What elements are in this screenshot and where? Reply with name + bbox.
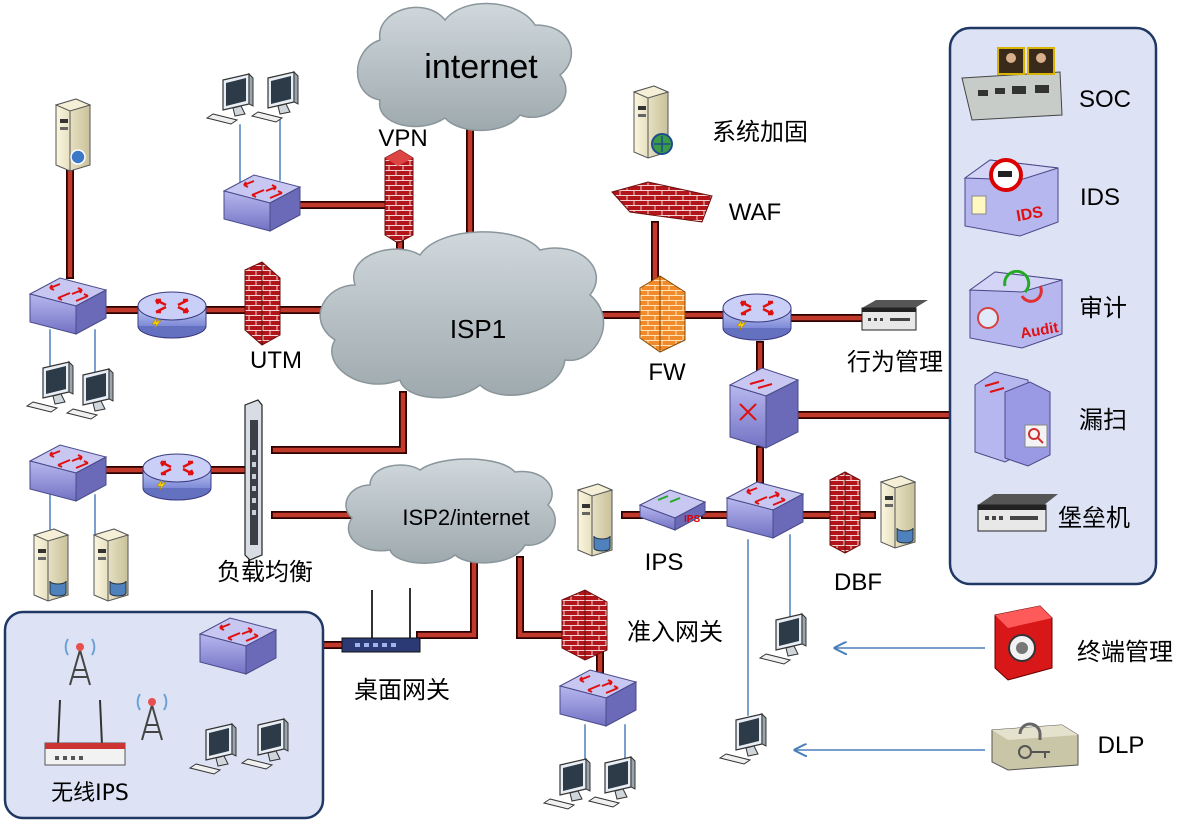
ips-label: IPS <box>645 549 684 576</box>
wireless-ips-label: 无线IPS <box>51 781 129 806</box>
desktop-gateway-label: 桌面网关 <box>354 676 450 704</box>
access-gateway-label: 准入网关 <box>627 618 723 646</box>
router-right <box>721 292 793 342</box>
utm-label: UTM <box>250 347 302 374</box>
panel-ids-label: IDS <box>1080 184 1120 211</box>
behavior-mgmt-device: 行为管理 <box>847 300 943 376</box>
cloud-internet: internet <box>356 2 573 132</box>
behavior-mgmt-label: 行为管理 <box>847 348 943 376</box>
switch-left-lower <box>29 444 107 502</box>
svg-text:IDS: IDS <box>1015 204 1045 225</box>
cloud-isp1: ISP1 <box>319 231 605 399</box>
router-left-upper <box>136 290 208 340</box>
pc-access-1 <box>543 758 591 810</box>
server-left-lower-1 <box>33 528 69 602</box>
server-top-left <box>55 98 91 172</box>
pc-vpn-1 <box>206 73 254 125</box>
switch-ips <box>726 481 804 539</box>
switch-vpn <box>223 174 301 232</box>
panel-bastion-label: 堡垒机 <box>1058 504 1130 532</box>
terminal-mgmt-label: 终端管理 <box>1077 638 1173 666</box>
wireless-ips-device <box>44 699 126 766</box>
vpn-label: VPN <box>378 125 427 152</box>
cloud-isp2: ISP2/internet <box>345 458 556 564</box>
bastion-host-icon <box>977 494 1058 532</box>
wireless-tower-1 <box>64 638 96 686</box>
cloud-isp2-label: ISP2/internet <box>402 505 529 530</box>
waf-label: WAF <box>729 199 781 226</box>
network-links <box>49 119 952 771</box>
svg-text:IPS: IPS <box>684 514 700 525</box>
security-panel: SOC IDS IDS Audit 审计 漏扫 <box>948 26 1158 586</box>
load-balancer: 负载均衡 <box>217 399 313 586</box>
dbf: DBF <box>829 471 882 596</box>
panel-vulnscan-label: 漏扫 <box>1079 406 1127 434</box>
router-left-lower <box>141 452 213 502</box>
server-hardening <box>633 85 673 159</box>
load-balancer-label: 负载均衡 <box>217 558 313 586</box>
switch-access <box>559 669 637 727</box>
server-left-lower-2 <box>93 528 129 602</box>
vpn-gateway: VPN <box>378 125 428 244</box>
endpoint-arrows <box>795 648 985 750</box>
panel-audit-label: 审计 <box>1079 294 1127 322</box>
pc-left-upper-1 <box>26 361 74 413</box>
system-hardening-label: 系统加固 <box>712 118 808 146</box>
dlp-label: DLP <box>1098 732 1145 759</box>
pc-access-2 <box>588 756 636 808</box>
server-db <box>880 475 916 549</box>
svg-text:Audit: Audit <box>1019 319 1060 342</box>
ips-device: IPS IPS <box>638 489 707 576</box>
access-gateway: 准入网关 <box>561 589 723 661</box>
ids-icon: IDS <box>963 158 1059 237</box>
core-switch <box>728 367 800 449</box>
cloud-internet-label: internet <box>424 48 538 86</box>
audit-icon: Audit <box>968 269 1063 349</box>
cloud-isp1-label: ISP1 <box>450 314 506 344</box>
panel-soc-label: SOC <box>1079 86 1131 113</box>
dbf-label: DBF <box>834 569 882 596</box>
waf: WAF <box>611 181 781 226</box>
pc-vpn-2 <box>251 71 299 123</box>
server-ips <box>577 483 613 557</box>
wireless-zone: 无线IPS <box>3 610 325 820</box>
vulnerability-scan-icon <box>974 371 1051 467</box>
pc-terminal-1 <box>759 613 807 665</box>
wireless-tower-2 <box>136 693 168 741</box>
soc-console-icon <box>961 47 1063 121</box>
fw-firewall: FW <box>639 275 686 386</box>
utm-firewall: UTM <box>244 261 302 374</box>
terminal-mgmt-icon <box>994 605 1053 681</box>
dlp-icon <box>991 722 1079 771</box>
switch-left-upper <box>29 277 107 335</box>
fw-label: FW <box>648 359 686 386</box>
desktop-gateway: 桌面网关 <box>341 588 450 704</box>
pc-left-upper-2 <box>66 368 114 420</box>
pc-terminal-2 <box>719 713 767 765</box>
